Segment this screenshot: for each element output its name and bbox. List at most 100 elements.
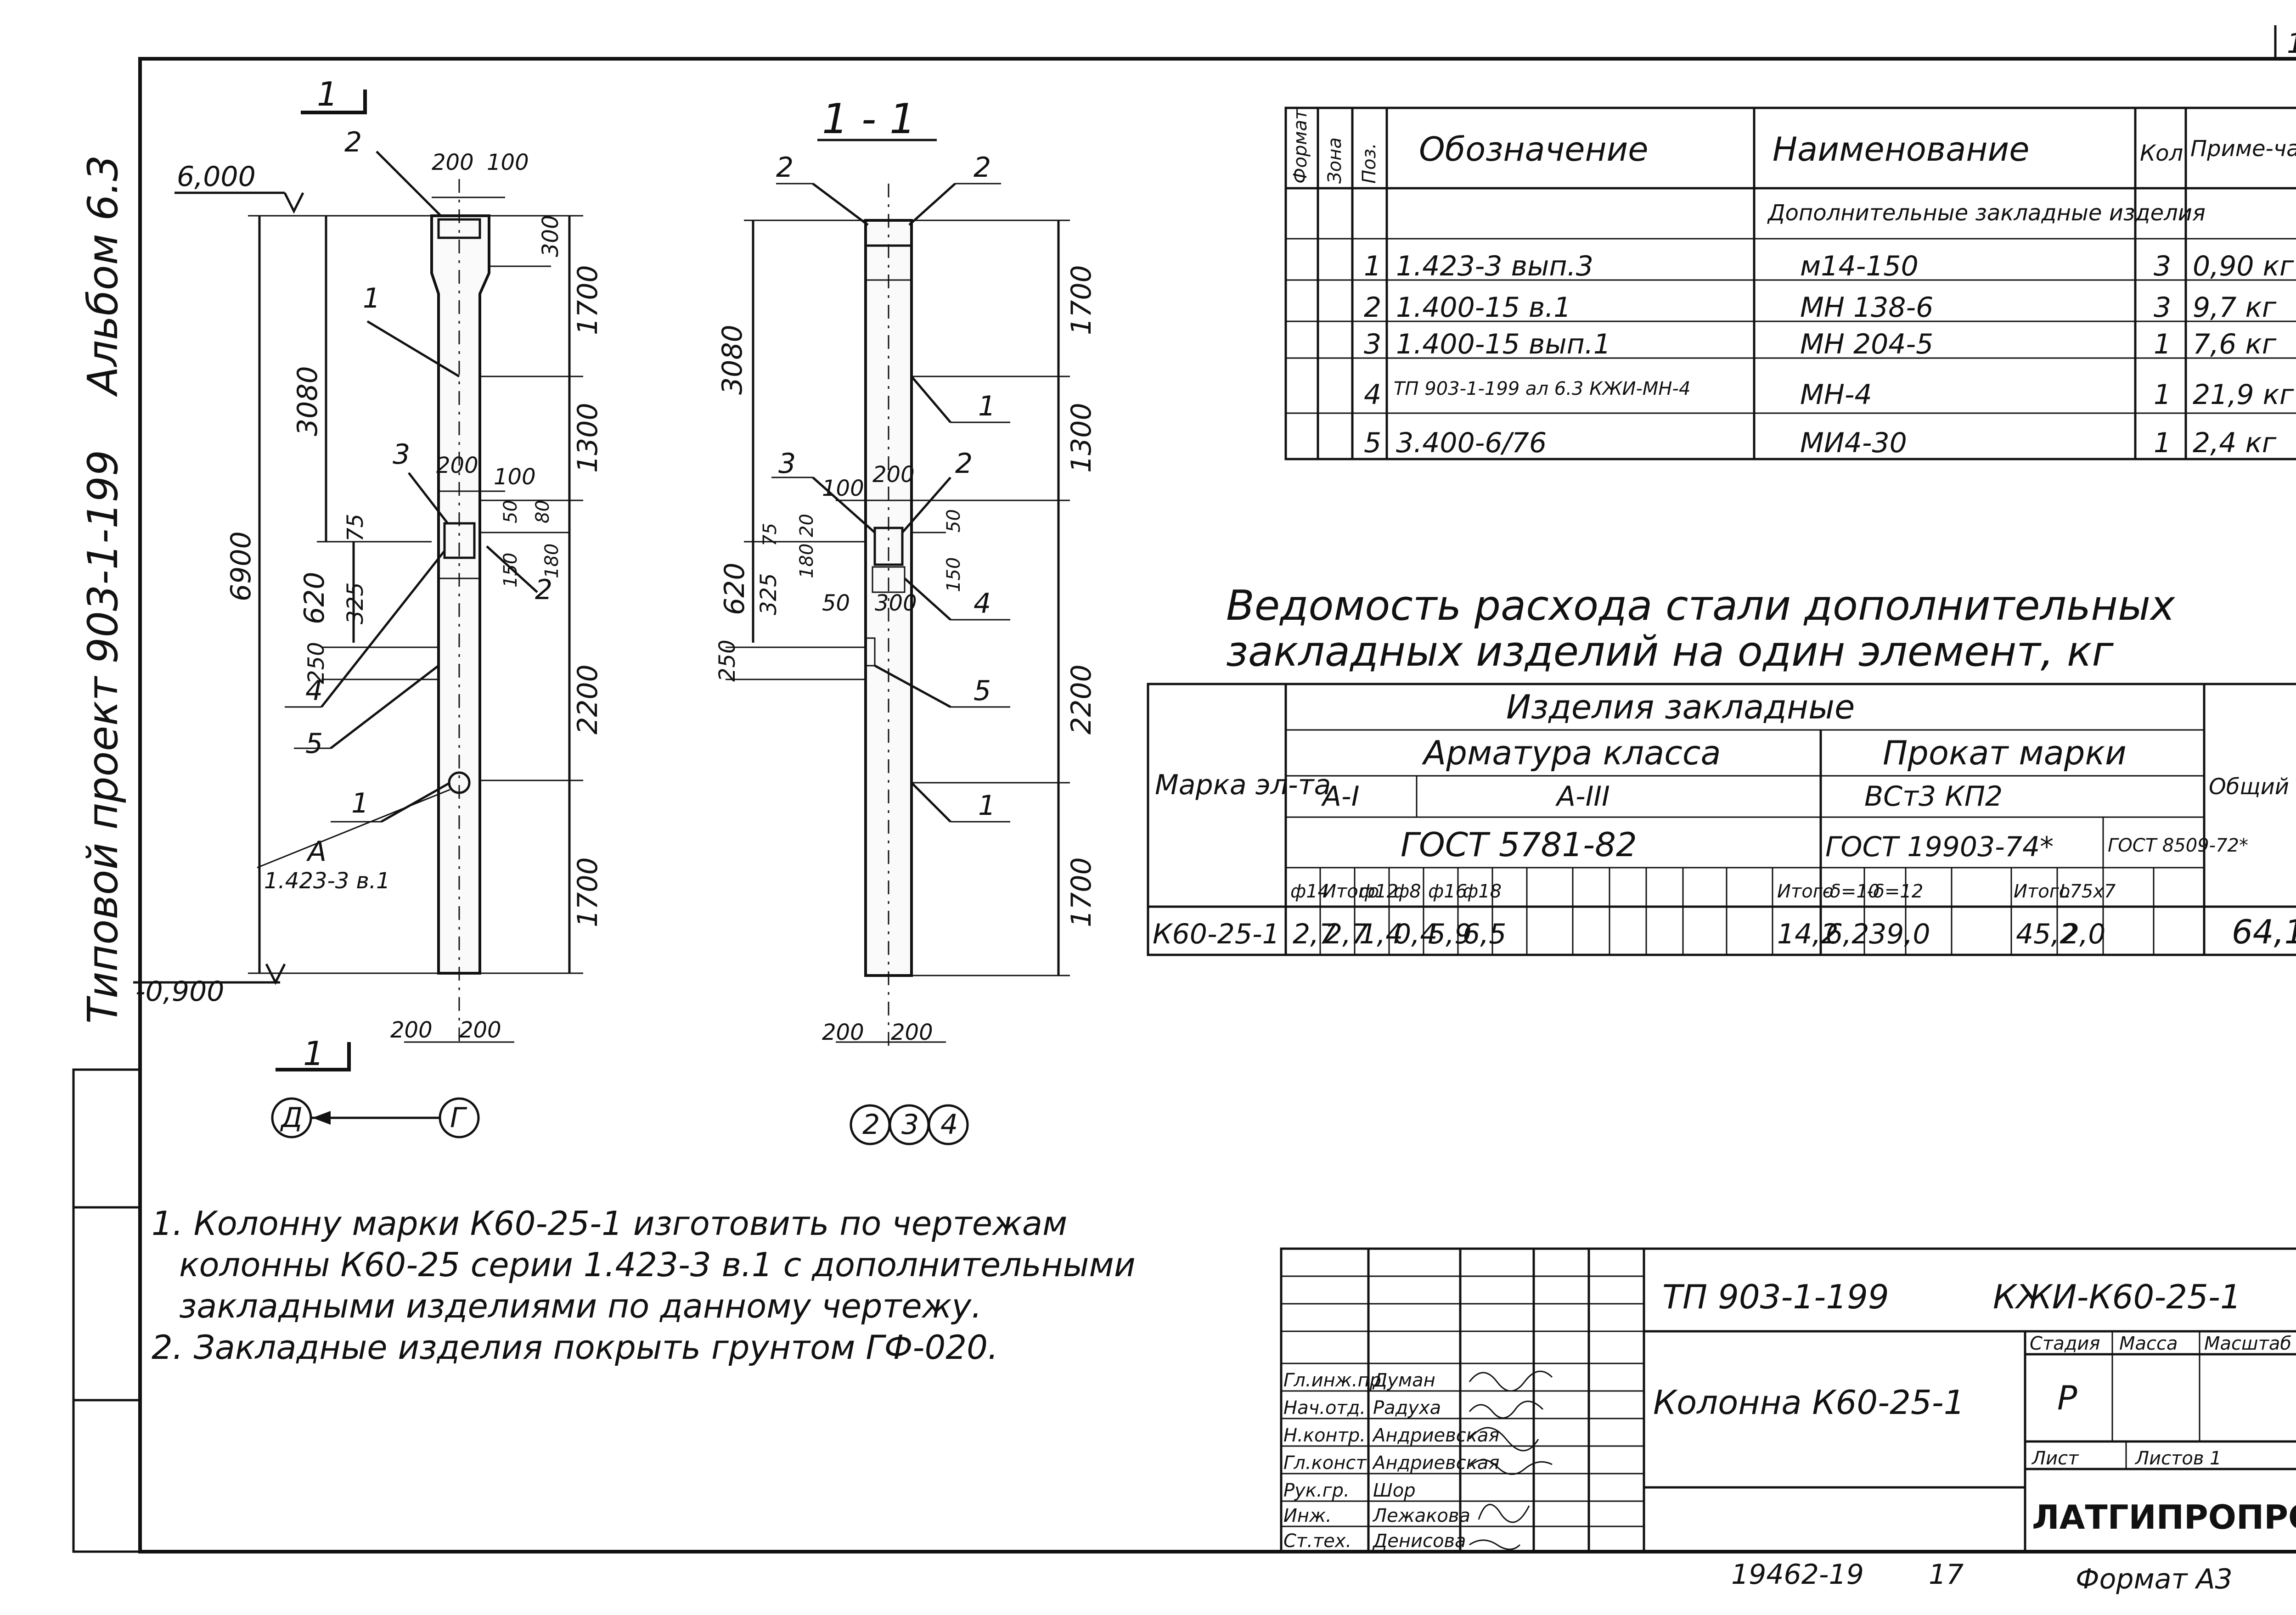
axis-4-label: 4 [940, 1109, 958, 1141]
steel-h-gost1: ГОСТ 5781-82 [1401, 825, 1637, 864]
side-dim-mid-200: 200 [872, 462, 915, 488]
front-dim-6900: 6900 [225, 531, 257, 601]
front-dim-1700-top: 1700 [572, 265, 604, 335]
side-dim-20: 20 [796, 514, 817, 537]
steel-v-4: 5,9 [1428, 918, 1472, 950]
steel-v-9: 39,0 [1869, 918, 1930, 950]
title-block: Гл.инж.пр. Думан Нач.отд. Радуха Н.контр… [1280, 1247, 2296, 1553]
front-pos-4: 4 [305, 675, 323, 707]
spec-r2-note: 9,7 кг [2193, 292, 2277, 324]
side-dim-250: 250 [715, 639, 740, 682]
front-pos-1-bottom: 1 [351, 787, 369, 819]
spec-h-pos: Поз. [1359, 143, 1380, 184]
spec-r1-qty: 3 [2154, 250, 2171, 282]
steel-h-vst: ВСт3 КП2 [1864, 780, 2003, 813]
steel-v-7: 14,2 [1777, 918, 1839, 950]
steel-col-12: L75x7 [2060, 881, 2116, 902]
steel-col-2: ф12 [1359, 881, 1398, 902]
side-dim-180: 180 [796, 544, 817, 578]
spec-h-name: Наименование [1773, 130, 2030, 168]
front-dim-325: 325 [343, 582, 368, 624]
stamp-title: Колонна К60-25-1 [1653, 1383, 1965, 1422]
spec-r5-doc: 3.400-6/76 [1396, 427, 1547, 459]
steel-v-1: 2,7 [1325, 918, 1368, 950]
steel-v-3: 0,4 [1394, 918, 1437, 950]
steel-col-3: ф8 [1394, 881, 1421, 902]
spec-h-format: Формат [1290, 108, 1311, 184]
side-pos-1-top: 1 [978, 390, 996, 422]
front-dim-top-100: 100 [487, 150, 529, 175]
spec-r3-pos: 3 [1364, 328, 1381, 360]
stamp-mass-header: Масса [2119, 1333, 2178, 1354]
spec-r5-note: 2,4 кг [2193, 427, 2277, 459]
spec-r5-qty: 1 [2154, 427, 2171, 459]
steel-total: 64,1 [2232, 913, 2296, 951]
spec-r1-name: м14-150 [1800, 250, 1919, 282]
steel-col-7: Итого [1777, 881, 1834, 902]
stamp-role-1: Нач.отд. [1283, 1397, 1366, 1419]
steel-v-0: 2,7 [1293, 918, 1336, 950]
stamp-stage-header: Стадия [2030, 1333, 2100, 1354]
stamp-sheets-header: Листов 1 [2134, 1448, 2222, 1469]
spec-r3-qty: 1 [2154, 328, 2171, 360]
ref-a-doc: 1.423-3 в.1 [264, 868, 390, 894]
side-dim-mid-50b: 50 [822, 590, 850, 616]
front-dim-1300: 1300 [572, 403, 604, 473]
side-album-label: Альбом 6.3 [79, 155, 127, 397]
steel-h-a3: А-III [1555, 780, 1610, 813]
side-pos-4: 4 [974, 588, 991, 620]
steel-v-12: 2,0 [2062, 918, 2105, 950]
side-dim-mid-100: 100 [822, 476, 864, 501]
steel-h-rebar: Арматура класса [1422, 734, 1721, 772]
side-dim-mid-150: 150 [943, 557, 964, 592]
front-dim-bottom-200a: 200 [390, 1017, 433, 1043]
axis-3-label: 3 [901, 1109, 919, 1141]
steel-table: Ведомость расхода стали дополнительных з… [1147, 582, 2296, 956]
spec-r5-name: МИ4-30 [1800, 427, 1907, 459]
front-dim-75: 75 [343, 514, 368, 542]
side-pos-3: 3 [778, 448, 796, 480]
steel-title-1: Ведомость расхода стали дополнительных [1226, 582, 2176, 630]
spec-r3-name: МН 204-5 [1800, 328, 1933, 360]
steel-col-0: ф14 [1290, 881, 1329, 902]
spec-h-note: Приме-чание [2190, 136, 2296, 162]
steel-v-5: 6,5 [1463, 918, 1506, 950]
side-dim-3080: 3080 [716, 325, 748, 395]
side-dim-mid-300: 300 [875, 590, 917, 616]
axis-2-label: 2 [862, 1109, 880, 1141]
front-dim-top-300: 300 [538, 215, 563, 257]
steel-title-2: закладных изделий на один элемент, кг [1226, 628, 2114, 676]
side-stamp-box [72, 1068, 141, 1553]
axis-d-label: Д [280, 1102, 303, 1134]
spec-h-doc: Обозначение [1419, 130, 1649, 168]
axis-4-bubble [928, 1104, 969, 1145]
steel-v-11: 45,2 [2016, 918, 2077, 950]
front-dim-top-200: 200 [432, 150, 474, 175]
stamp-role-6: Ст.тех. [1283, 1531, 1351, 1552]
stamp-name-4: Шор [1373, 1480, 1416, 1501]
elev-top: 6,000 [177, 161, 256, 193]
stamp-role-5: Инж. [1283, 1505, 1332, 1526]
section-title: 1 - 1 [822, 95, 916, 143]
spec-table: Формат Зона Поз. Обозначение Наименовани… [1284, 107, 2296, 460]
spec-r4-qty: 1 [2154, 379, 2171, 411]
side-dim-325: 325 [756, 573, 782, 615]
steel-col-9: -δ=12 [1867, 881, 1923, 902]
steel-h-total: Общий расход [2209, 774, 2296, 800]
spec-r2-doc: 1.400-15 в.1 [1396, 292, 1571, 324]
note-line-1: 1. Колонну марки К60-25-1 изготовить по … [152, 1204, 1067, 1243]
stamp-role-3: Гл.конст. [1283, 1452, 1372, 1474]
stamp-name-2: Андриевская [1372, 1425, 1499, 1446]
side-dim-1300: 1300 [1065, 403, 1097, 473]
front-dim-mid-150: 150 [500, 553, 521, 588]
side-project-label: Типовой проект 903-1-199 [79, 450, 127, 1024]
signature-scribbles [1469, 1370, 1553, 1550]
steel-col-4: ф16 [1428, 881, 1467, 902]
spec-r4-pos: 4 [1364, 379, 1381, 411]
stamp-code-left: ТП 903-1-199 [1662, 1278, 1889, 1316]
side-dim-bottom-200b: 200 [891, 1020, 933, 1045]
front-pos-2: 2 [344, 126, 362, 158]
spec-h-qty: Кол [2140, 140, 2183, 166]
spec-r4-note: 21,9 кг [2193, 379, 2294, 411]
note-line-4: 2. Закладные изделия покрыть грунтом ГФ-… [152, 1328, 998, 1367]
